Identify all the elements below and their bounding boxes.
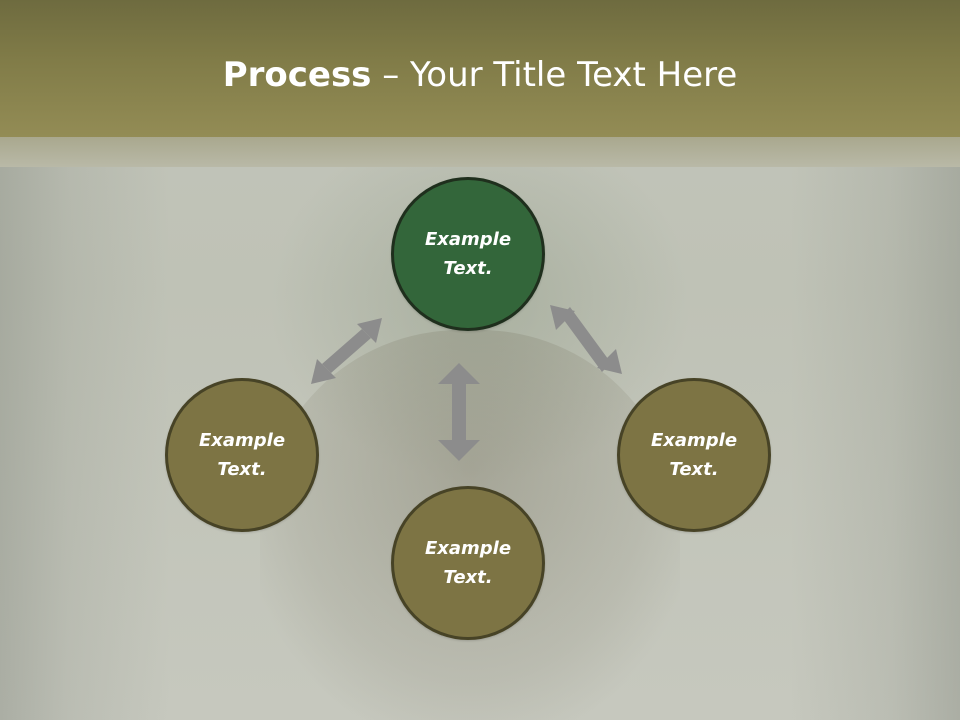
slide-title[interactable]: Process – Your Title Text Here (0, 52, 960, 98)
title-bar-band (0, 137, 960, 167)
arrow-top-bottom[interactable] (438, 363, 480, 461)
title-regular-part: – Your Title Text Here (371, 55, 738, 95)
process-node-left[interactable]: Example Text. (165, 378, 319, 532)
process-node-top[interactable]: Example Text. (391, 177, 545, 331)
title-bold-part: Process (222, 55, 372, 95)
title-bar (0, 0, 960, 137)
process-node-right[interactable]: Example Text. (617, 378, 771, 532)
node-left-text: Example Text. (198, 430, 286, 480)
node-bottom-text: Example Text. (424, 538, 512, 588)
right-curtain-image (790, 160, 960, 720)
process-node-bottom[interactable]: Example Text. (391, 486, 545, 640)
node-right-text: Example Text. (650, 430, 738, 480)
left-curtain-image (0, 160, 170, 720)
arrow-top-left[interactable] (311, 318, 382, 384)
node-top-text: Example Text. (424, 229, 512, 279)
arrow-top-right[interactable] (550, 305, 622, 374)
